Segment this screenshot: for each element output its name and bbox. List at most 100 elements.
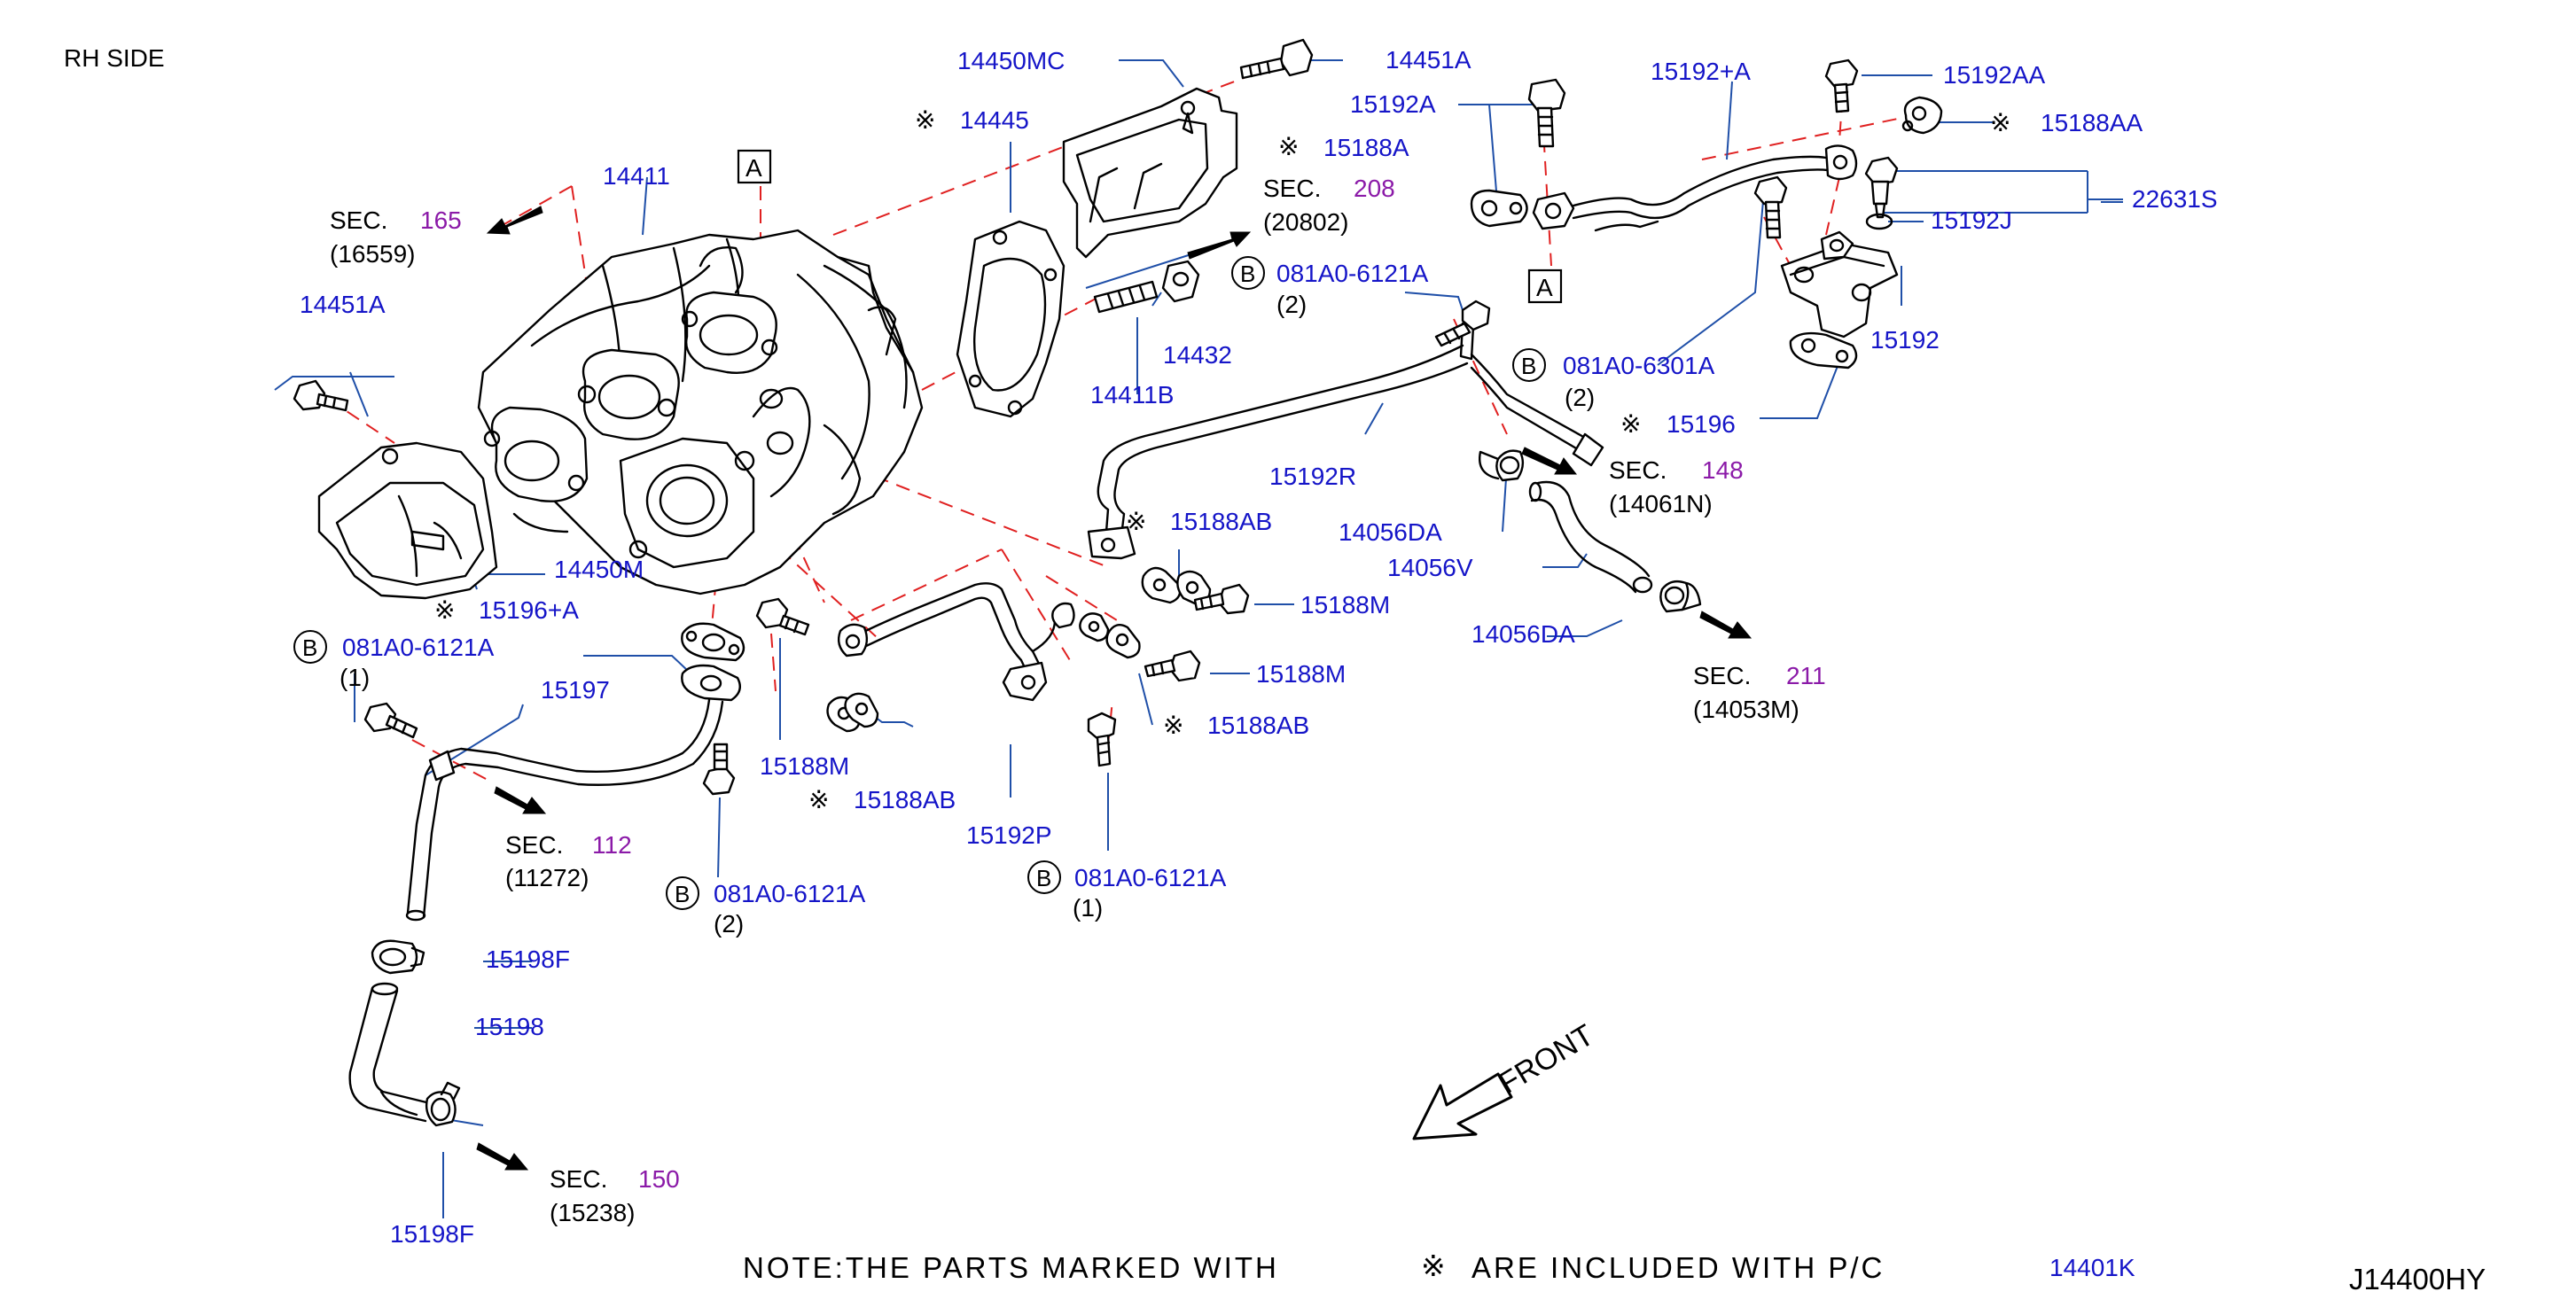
label-14056DA-2: 14056DA xyxy=(1471,620,1575,648)
label-15197: 15197 xyxy=(541,676,610,704)
bolt-081A0-6121A-mid xyxy=(702,743,736,796)
turbocharger-14411 xyxy=(477,229,924,595)
svg-text:112: 112 xyxy=(592,831,632,859)
label-14450M: 14450M xyxy=(554,556,644,583)
label-15196: 15196 xyxy=(1667,410,1736,438)
label-15192plusA: 15192+A xyxy=(1651,58,1751,85)
label-15188AB-3: 15188AB xyxy=(854,786,956,813)
svg-text:148: 148 xyxy=(1702,456,1744,484)
label-15188AA: 15188AA xyxy=(2041,109,2143,136)
qty-081A0-6121A-mid: (2) xyxy=(714,910,744,938)
note-part-number: 14401K xyxy=(2049,1254,2135,1281)
tube-15192P xyxy=(837,582,1075,702)
qty-081A0-6121A-left: (1) xyxy=(340,664,370,691)
bolt-14451A-top xyxy=(1239,38,1314,80)
block-15192 xyxy=(1780,230,1899,338)
gasket-14445 xyxy=(956,220,1066,418)
bolt-081A0-6121A-left xyxy=(363,702,418,739)
label-15198F-2: 15198F xyxy=(390,1220,474,1248)
bolt-081A0-6121A-top xyxy=(1434,300,1491,347)
diagram-code: J14400HY xyxy=(2349,1263,2486,1296)
svg-text:211: 211 xyxy=(1786,662,1826,689)
b-mark-mid: B xyxy=(666,876,699,910)
note-text: NOTE:THE PARTS MARKED WITH xyxy=(743,1251,1279,1284)
svg-text:SEC.: SEC. xyxy=(505,831,563,859)
clamp-14056DA-2 xyxy=(1659,580,1702,613)
svg-text:SEC.: SEC. xyxy=(1263,175,1321,202)
label-15188A: 15188A xyxy=(1323,134,1409,161)
kome-mark-15196: ※ xyxy=(1620,410,1641,438)
note-rest: ARE INCLUDED WITH P/C xyxy=(1471,1251,1885,1284)
nut-14432 xyxy=(1161,260,1200,303)
clamp-14056DA-1 xyxy=(1479,449,1525,482)
svg-text:B: B xyxy=(1240,261,1255,287)
sec-ref-211: SEC. 211 (14053M) xyxy=(1693,662,1826,723)
ref-a-box-tube: A xyxy=(1527,268,1563,304)
kome-mark-15196plusA: ※ xyxy=(434,596,455,624)
svg-text:SEC.: SEC. xyxy=(1609,456,1667,484)
qty-081A0-6301A: (2) xyxy=(1565,384,1595,411)
bolt-081A0-6121A-bottom xyxy=(1087,712,1117,767)
note-mark: ※ xyxy=(1421,1249,1448,1282)
bolt-15188M-2 xyxy=(1144,650,1201,682)
label-081A0-6121A-top: 081A0-6121A xyxy=(1276,260,1429,287)
svg-text:B: B xyxy=(675,881,690,907)
label-15196plusA: 15196+A xyxy=(479,596,579,624)
label-14451A-left: 14451A xyxy=(300,291,386,318)
b-mark-top: B xyxy=(1231,256,1265,290)
label-081A0-6301A: 081A0-6301A xyxy=(1563,352,1715,379)
sec-ref-165: SEC. 165 (16559) xyxy=(330,206,462,268)
kome-mark-15188A: ※ xyxy=(1278,133,1299,160)
front-arrow: FRONT xyxy=(1412,1018,1599,1140)
kome-mark-14445: ※ xyxy=(915,106,935,134)
kome-mark-15188AB-1: ※ xyxy=(1126,508,1146,535)
label-15192R: 15192R xyxy=(1269,463,1356,490)
bolt-14451A-left xyxy=(293,379,349,412)
o-ring-15192J xyxy=(1865,213,1893,230)
label-14411B: 14411B xyxy=(1090,381,1174,409)
label-081A0-6121A-left: 081A0-6121A xyxy=(342,634,495,661)
svg-text:208: 208 xyxy=(1354,175,1395,202)
gasket-15188AA xyxy=(1901,96,1943,135)
kome-mark-15188AA: ※ xyxy=(1990,109,2010,136)
svg-text:B: B xyxy=(1036,865,1051,891)
svg-text:150: 150 xyxy=(638,1165,680,1193)
kome-mark-15188AB-3: ※ xyxy=(808,786,829,813)
svg-text:A: A xyxy=(1536,274,1553,301)
label-081A0-6121A-bottom: 081A0-6121A xyxy=(1074,864,1227,891)
svg-text:SEC.: SEC. xyxy=(550,1165,607,1193)
bolt-15188M-1 xyxy=(1193,583,1250,615)
svg-text:(11272): (11272) xyxy=(505,864,589,891)
gasket-15188A xyxy=(1470,189,1528,228)
heat-shield-14450MC xyxy=(1062,87,1238,259)
gasket-15188AB-3 xyxy=(826,692,879,733)
leader-lines xyxy=(274,59,2123,1218)
label-15188M-1: 15188M xyxy=(1300,591,1390,619)
pipe-15197 xyxy=(405,664,741,922)
label-15192AA: 15192AA xyxy=(1943,61,2046,89)
label-14056DA-1: 14056DA xyxy=(1339,518,1442,546)
section-arrows xyxy=(476,206,1752,1171)
part-labels: 14411 14450MC 14451A 14445 15192A 15188A… xyxy=(300,46,2218,1248)
sec-ref-148: SEC. 148 (14061N) xyxy=(1609,456,1744,517)
sec-ref-150: SEC. 150 (15238) xyxy=(550,1165,680,1226)
svg-text:(16559): (16559) xyxy=(330,240,416,268)
label-15192P: 15192P xyxy=(966,821,1052,849)
bolt-15192A xyxy=(1527,78,1566,148)
svg-text:(15238): (15238) xyxy=(550,1199,636,1226)
tube-15192plusA xyxy=(1532,144,1858,232)
label-081A0-6121A-mid: 081A0-6121A xyxy=(714,880,866,907)
hose-15198 xyxy=(348,982,432,1123)
svg-text:SEC.: SEC. xyxy=(1693,662,1751,689)
gasket-15188AB-2 xyxy=(1079,612,1141,659)
label-15192J: 15192J xyxy=(1931,206,2012,234)
bolt-15192AA xyxy=(1824,58,1859,113)
svg-text:B: B xyxy=(1521,353,1536,379)
b-mark-bottom: B xyxy=(1027,860,1061,894)
bolt-15188M-3 xyxy=(755,597,810,636)
label-15192: 15192 xyxy=(1870,326,1940,354)
label-15198: 15198 xyxy=(475,1013,544,1040)
qty-081A0-6121A-top: (2) xyxy=(1276,291,1307,318)
svg-text:B: B xyxy=(302,634,317,661)
